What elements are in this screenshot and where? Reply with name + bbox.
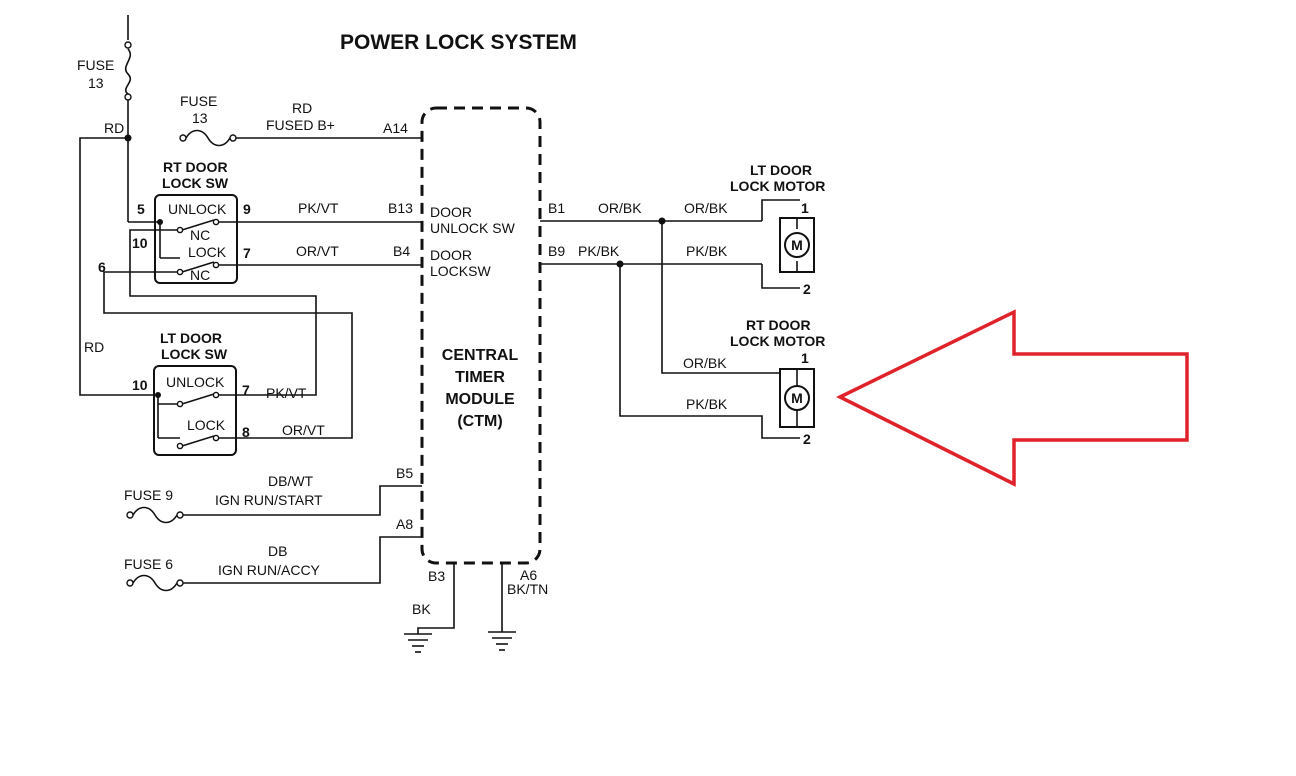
- rt-door-lock-sw-box: [154, 194, 238, 284]
- ground-icon-2: [488, 631, 516, 651]
- lt-door-lock-sw-subtitle: LOCK SW: [161, 346, 228, 362]
- lt-sw-lock-label: LOCK: [187, 417, 226, 433]
- lt-motor-m: M: [791, 237, 803, 253]
- rt-motor-pin2: 2: [803, 431, 811, 447]
- fuse6: FUSE 6: [124, 536, 422, 592]
- fuse9-label: FUSE 9: [124, 487, 173, 503]
- pin-b13: B13: [388, 200, 413, 216]
- lt-sw-pin7: 7: [242, 382, 250, 398]
- wire-pk-vt-2: PK/VT: [266, 385, 307, 401]
- wire-pk-bk-1: PK/BK: [578, 243, 620, 259]
- rt-sw-pin5: 5: [137, 201, 145, 217]
- ctm-label-3: MODULE: [445, 391, 515, 408]
- rt-sw-nc2-label: NC: [190, 267, 210, 283]
- wire-or-bk-2: OR/BK: [684, 200, 728, 216]
- fuse13-mid-label: FUSE: [180, 93, 217, 109]
- pin-a14: A14: [383, 120, 408, 136]
- wire-bk-tn: BK/TN: [507, 581, 548, 597]
- wire-fused-b-plus: FUSED B+: [266, 117, 335, 133]
- fuse6-label: FUSE 6: [124, 556, 173, 572]
- rt-sw-lock-label: LOCK: [188, 244, 227, 260]
- rt-motor-title: RT DOOR: [746, 317, 811, 333]
- ctm-door-lock-2: LOCKSW: [430, 263, 491, 279]
- fuse13-top-number: 13: [88, 75, 104, 91]
- rt-sw-pin10: 10: [132, 235, 148, 251]
- fuse13-mid-number: 13: [192, 110, 208, 126]
- rt-door-lock-sw-title: RT DOOR: [163, 159, 228, 175]
- lt-sw-unlock-label: UNLOCK: [166, 374, 225, 390]
- rt-motor-m: M: [791, 390, 803, 406]
- wire-or-vt-2: OR/VT: [282, 422, 325, 438]
- ground-icon-1: [404, 633, 432, 653]
- rt-motor-icon: [784, 385, 810, 411]
- pin-b3: B3: [428, 568, 445, 584]
- lt-sw-pin10: 10: [132, 377, 148, 393]
- lt-door-lock-sw-box: [153, 365, 237, 456]
- wire-or-vt-1: OR/VT: [296, 243, 339, 259]
- pin-a6: A6: [520, 567, 537, 583]
- pin-b1: B1: [548, 200, 565, 216]
- ctm-label-4: (CTM): [457, 413, 502, 430]
- ctm-door-unlock-2: UNLOCK SW: [430, 220, 516, 236]
- fuse13-mid: FUSE 13: [179, 93, 422, 147]
- ctm-label-1: CENTRAL: [442, 347, 519, 364]
- rt-sw-pin7: 7: [243, 245, 251, 261]
- wire-pk-bk-3: PK/BK: [686, 396, 728, 412]
- wire-ign-run-start: IGN RUN/START: [215, 492, 323, 508]
- rt-motor-subtitle: LOCK MOTOR: [730, 333, 825, 349]
- rt-sw-nc1-label: NC: [190, 227, 210, 243]
- rt-door-lock-sw-subtitle: LOCK SW: [162, 175, 229, 191]
- wire-pk-vt-1: PK/VT: [298, 200, 339, 216]
- wire-ign-run-accy: IGN RUN/ACCY: [218, 562, 321, 578]
- ctm-door-lock-1: DOOR: [430, 247, 472, 263]
- page-title: POWER LOCK SYSTEM: [340, 31, 577, 54]
- ctm-door-unlock-1: DOOR: [430, 204, 472, 220]
- wire-rd-top: RD: [104, 120, 124, 136]
- fuse9: FUSE 9: [124, 485, 422, 524]
- pin-b4: B4: [393, 243, 410, 259]
- ctm-label-2: TIMER: [455, 369, 505, 386]
- lt-sw-pin8: 8: [242, 424, 250, 440]
- pin-a8: A8: [396, 516, 413, 532]
- lt-motor-pin1: 1: [801, 200, 809, 216]
- wire-db-wt: DB/WT: [268, 473, 314, 489]
- wire-or-bk-3: OR/BK: [683, 355, 727, 371]
- ctm-box: [420, 106, 542, 565]
- pin-b5: B5: [396, 465, 413, 481]
- rt-motor-pin1: 1: [801, 350, 809, 366]
- wire-pk-bk-2: PK/BK: [686, 243, 728, 259]
- lt-motor-subtitle: LOCK MOTOR: [730, 178, 825, 194]
- wire-db: DB: [268, 543, 287, 559]
- pin-b9: B9: [548, 243, 565, 259]
- lt-door-lock-sw-title: LT DOOR: [160, 330, 222, 346]
- wire-rd-left: RD: [84, 339, 104, 355]
- wire-bk: BK: [412, 601, 431, 617]
- rt-sw-unlock-label: UNLOCK: [168, 201, 227, 217]
- fuse13-top-label: FUSE: [77, 57, 114, 73]
- wire-rd-fused: RD: [292, 100, 312, 116]
- lt-motor-title: LT DOOR: [750, 162, 812, 178]
- rt-sw-pin6: 6: [98, 259, 106, 275]
- rt-sw-pin9: 9: [243, 201, 251, 217]
- wire-or-bk-1: OR/BK: [598, 200, 642, 216]
- lt-motor-icon: [784, 232, 810, 258]
- red-arrow-icon: [836, 309, 1189, 487]
- fuse13-top: FUSE 13: [77, 15, 132, 222]
- lt-motor-pin2: 2: [803, 281, 811, 297]
